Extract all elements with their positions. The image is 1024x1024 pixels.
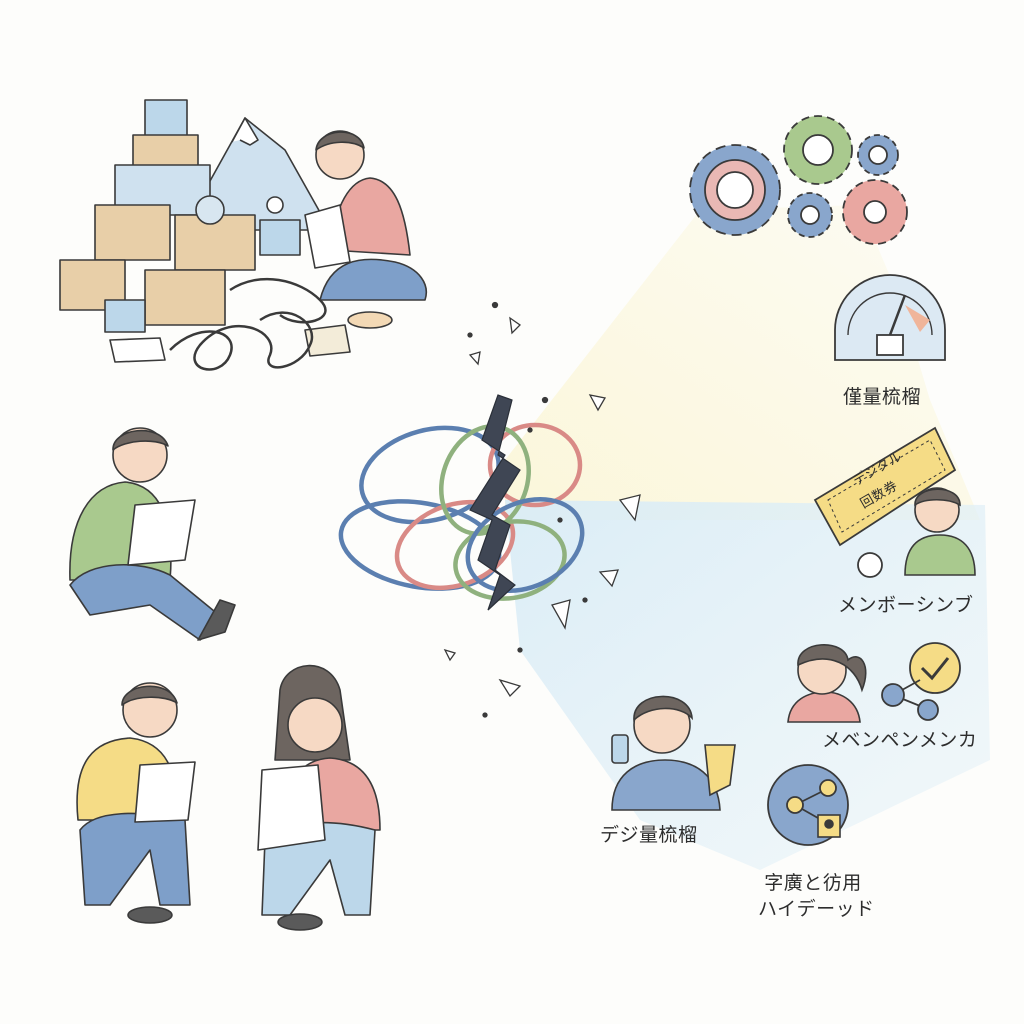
gear-icon bbox=[857, 134, 899, 176]
gear-icon bbox=[689, 144, 781, 236]
person-phone-user bbox=[611, 695, 736, 811]
lightning-crack-icon bbox=[469, 394, 521, 611]
membership-label: メンボーシンブ bbox=[838, 594, 974, 616]
shards bbox=[443, 301, 641, 718]
box bbox=[144, 99, 188, 137]
gauge-icon bbox=[834, 274, 946, 361]
gear-icon bbox=[783, 115, 853, 185]
tangled-cables bbox=[169, 311, 314, 371]
checkmark-icon bbox=[909, 642, 961, 694]
tangled-loops bbox=[338, 422, 585, 601]
key-icon bbox=[817, 814, 841, 838]
share-label-line-2: ハイデーッド bbox=[758, 898, 875, 920]
gauge-label: 僅量梳榴 bbox=[843, 386, 922, 408]
clutter-pile bbox=[59, 99, 351, 371]
share-label: 字廣と彷用 ハイデーッド bbox=[758, 870, 875, 922]
network-icon bbox=[881, 679, 939, 721]
person-yellow-shirt bbox=[76, 682, 196, 924]
gear-icon bbox=[842, 179, 908, 245]
box bbox=[104, 299, 146, 333]
network-label: メベンペンメンカ bbox=[822, 729, 978, 751]
person-sitting-reading bbox=[69, 427, 236, 641]
box bbox=[144, 269, 226, 326]
person-woman bbox=[787, 644, 867, 723]
box bbox=[259, 219, 301, 256]
digital-label: デジ量梳榴 bbox=[600, 824, 698, 846]
share-label-line-1: 字廣と彷用 bbox=[764, 872, 862, 894]
person-kneeling bbox=[304, 130, 427, 329]
gear-icon bbox=[787, 192, 833, 238]
box bbox=[94, 204, 171, 261]
ticket-icon bbox=[813, 426, 957, 578]
person-pink-shirt bbox=[257, 664, 381, 931]
person-member bbox=[904, 487, 976, 576]
